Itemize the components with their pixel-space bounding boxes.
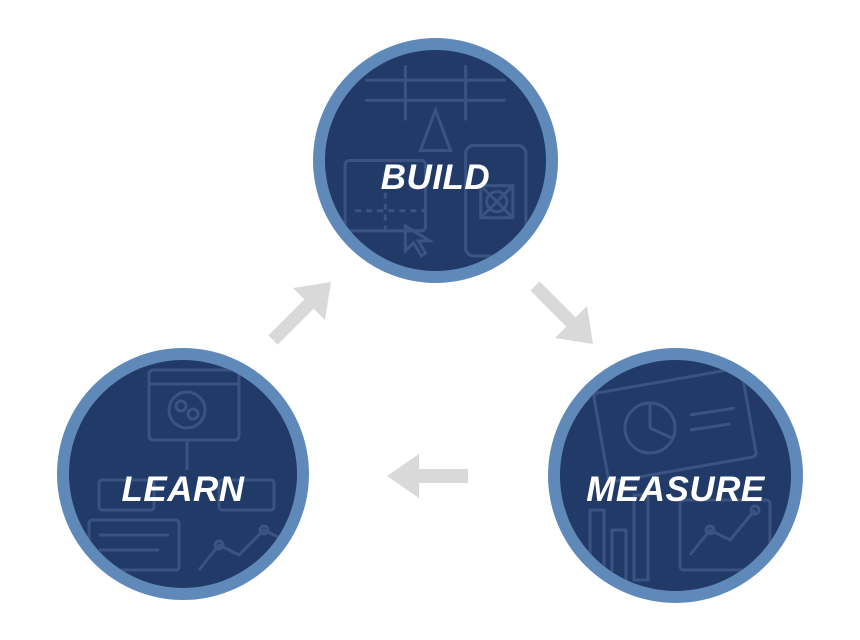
measure-node-fill: MEASURE (560, 360, 791, 591)
learn-label: LEARN (121, 470, 245, 509)
learn-analytics-icon (87, 368, 285, 572)
measure-label: MEASURE (586, 470, 765, 509)
arrow-measure-to-learn (387, 454, 468, 498)
measure-chart-icon (588, 366, 772, 582)
learn-node-fill: LEARN (69, 360, 297, 588)
build-node: BUILD (313, 38, 558, 283)
build-label: BUILD (380, 158, 491, 197)
arrow-learn-to-build (268, 282, 331, 345)
measure-node: MEASURE (548, 348, 803, 603)
arrow-build-to-measure (530, 281, 593, 344)
build-node-fill: BUILD (325, 50, 546, 271)
build-tools-icon (343, 65, 528, 259)
learn-node: LEARN (57, 348, 309, 600)
